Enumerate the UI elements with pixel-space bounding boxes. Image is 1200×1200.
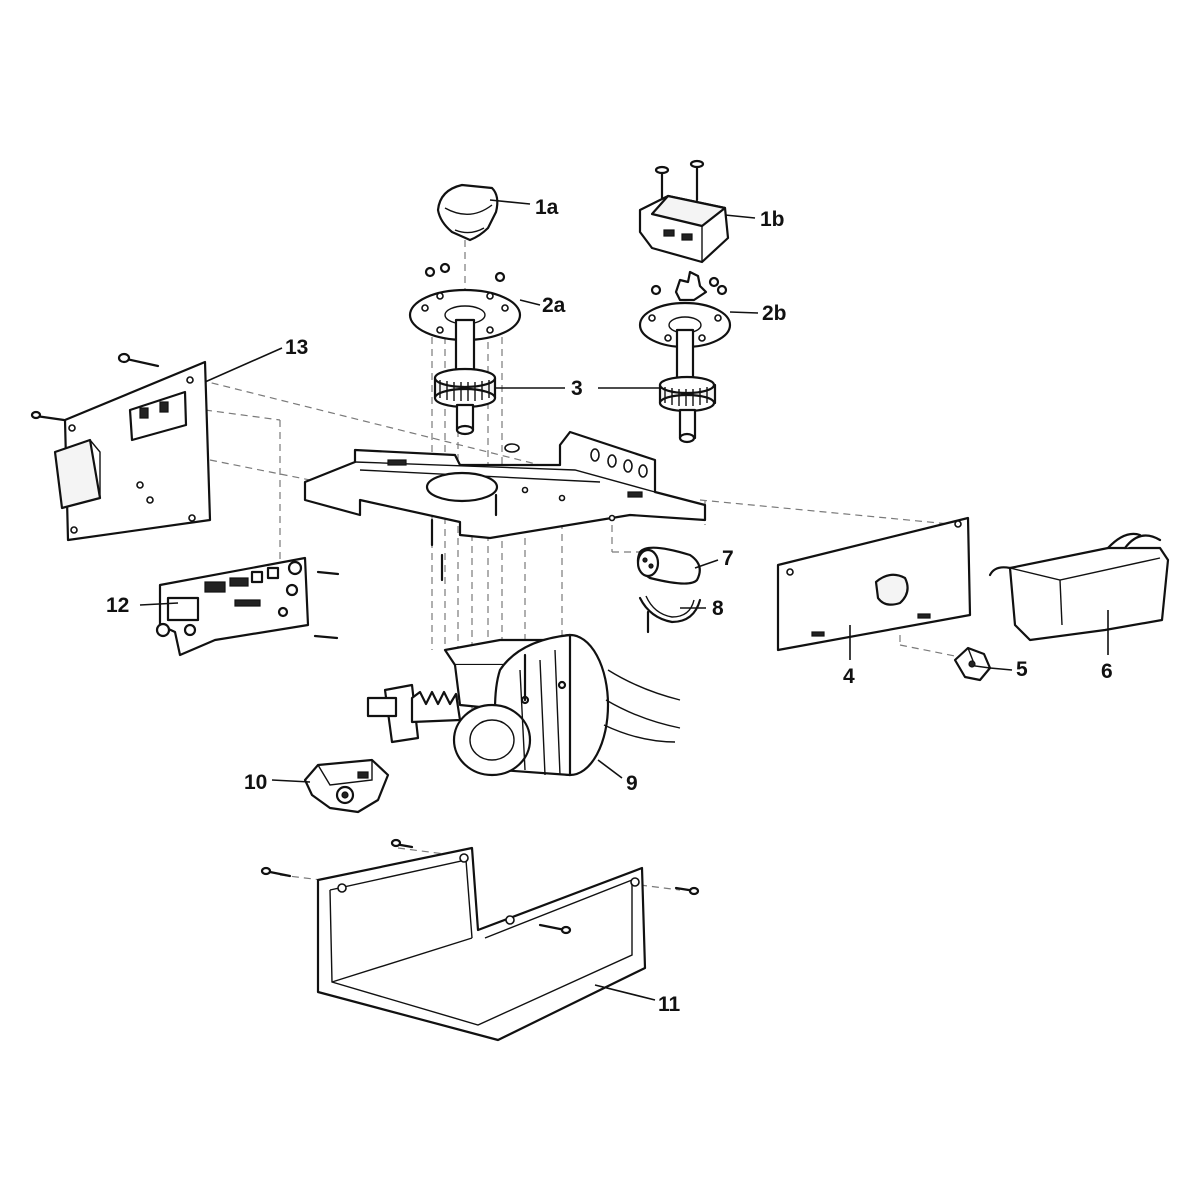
part-4-cover-panel — [776, 516, 972, 652]
callout-1a: 1a — [535, 196, 559, 219]
part-3-gear-right — [658, 375, 717, 444]
callout-labels: 1a 1b 2a 2b 3 4 5 6 7 8 9 10 11 12 13 — [106, 196, 1113, 1016]
callout-7: 7 — [722, 547, 734, 570]
part-11-base-tray — [260, 838, 700, 1042]
part-2b-flange-shaft — [638, 270, 732, 387]
chassis-plate — [303, 430, 707, 582]
callout-10: 10 — [244, 771, 267, 794]
part-7-capacitor — [636, 546, 701, 585]
callout-3: 3 — [571, 377, 583, 400]
leader-lines — [139, 199, 1109, 1001]
callout-11: 11 — [658, 993, 681, 1016]
part-1b-bracket-cover — [638, 159, 730, 264]
callout-4: 4 — [843, 665, 855, 688]
callout-8: 8 — [712, 597, 724, 620]
part-12-circuit-board — [155, 556, 340, 657]
part-2a-flange-shaft — [408, 262, 522, 382]
callout-1b: 1b — [760, 208, 785, 231]
part-1a-cap — [436, 183, 499, 242]
callout-2b: 2b — [762, 302, 787, 325]
callout-12: 12 — [106, 594, 129, 617]
part-3-gear-left — [433, 367, 497, 436]
part-13-mounting-plate — [30, 352, 212, 542]
part-9-motor — [366, 633, 681, 777]
part-10-switch — [303, 758, 390, 814]
part-8-clamp — [638, 595, 702, 634]
callout-13: 13 — [285, 336, 308, 359]
callout-2a: 2a — [542, 294, 566, 317]
callout-5: 5 — [1016, 658, 1028, 681]
part-6-housing — [988, 532, 1170, 642]
part-5-knob — [953, 646, 992, 682]
callout-9: 9 — [626, 772, 638, 795]
callout-6: 6 — [1101, 660, 1113, 683]
